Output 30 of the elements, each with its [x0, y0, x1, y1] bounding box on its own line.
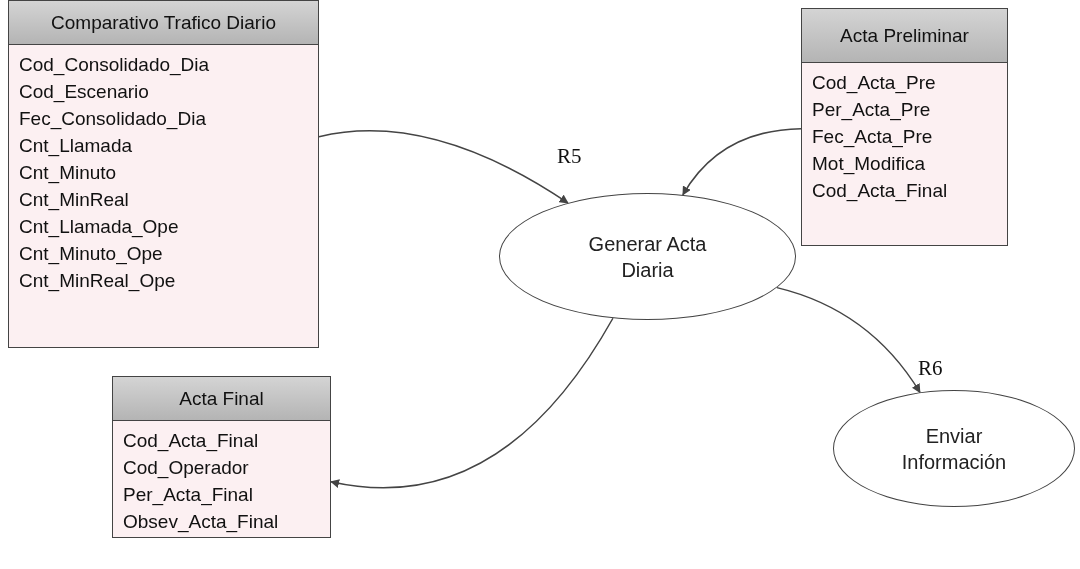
field-name: Cnt_MinReal_Ope: [19, 269, 176, 294]
field-name: Cnt_Llamada: [19, 134, 133, 159]
entity-table: [112, 376, 331, 538]
field-name: Mot_Modifica: [812, 152, 925, 177]
process-label: Enviar Información: [901, 424, 1007, 473]
field-name: Cnt_Llamada_Ope: [19, 215, 179, 240]
field-name: Cod_Acta_Pre: [812, 71, 936, 96]
entity-table: [801, 8, 1008, 246]
field-name: Cod_Consolidado_Dia: [19, 53, 210, 78]
arrow: [318, 130, 569, 204]
field-name: Cnt_Minuto: [19, 161, 117, 186]
field-name: Fec_Consolidado_Dia: [19, 107, 206, 132]
field-name: Per_Acta_Pre: [812, 98, 931, 123]
field-name: Obsev_Acta_Final: [123, 510, 279, 535]
arrow: [776, 286, 921, 394]
field-name: Cod_Acta_Final: [812, 179, 948, 204]
field-name: Fec_Acta_Pre: [812, 125, 933, 150]
table-header: Comparativo Trafico Diario: [9, 1, 318, 45]
table-header: Acta Final: [113, 377, 330, 421]
field-name: Cod_Operador: [123, 456, 249, 481]
field-name: Per_Acta_Final: [123, 483, 253, 508]
process-id: R5: [557, 144, 582, 169]
process-id: R6: [918, 356, 943, 381]
field-name: Cnt_MinReal: [19, 188, 129, 213]
table-header: Acta Preliminar: [802, 9, 1007, 63]
entity-table: [8, 0, 319, 348]
field-name: Cod_Acta_Final: [123, 429, 259, 454]
process-label: Generar Acta Diaria: [588, 232, 707, 281]
field-name: Cnt_Minuto_Ope: [19, 242, 163, 267]
field-name: Cod_Escenario: [19, 80, 149, 105]
